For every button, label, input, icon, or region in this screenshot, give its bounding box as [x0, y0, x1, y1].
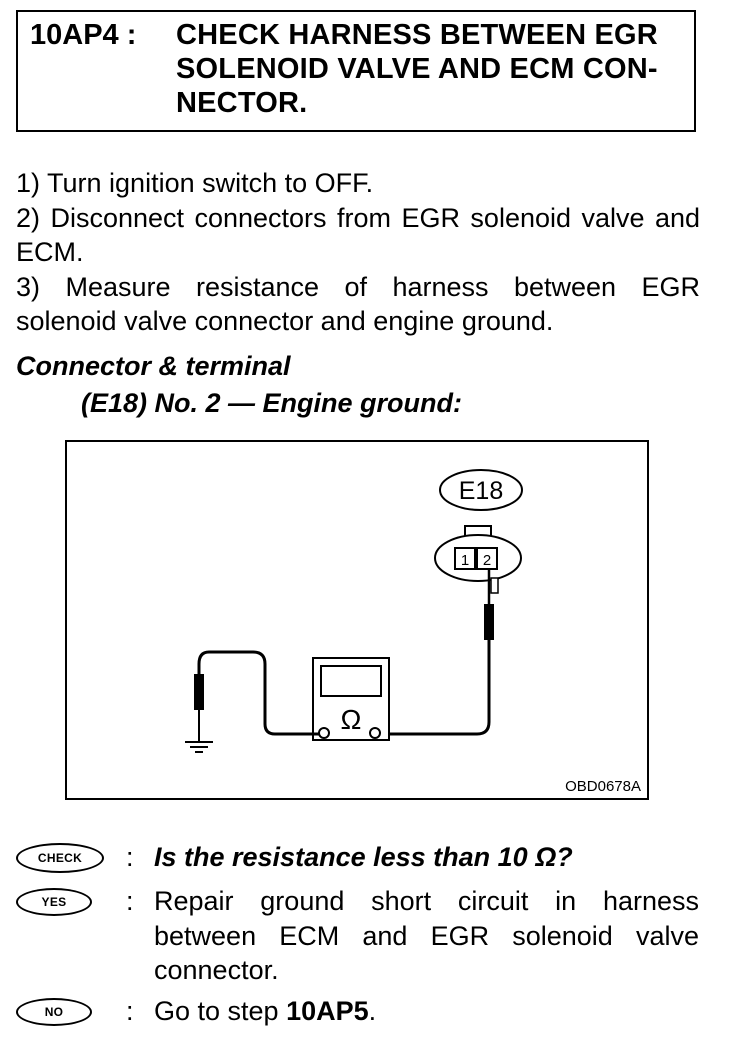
connector-label: E18: [459, 477, 503, 505]
figure-code: OBD0678A: [565, 778, 641, 795]
no-colon: :: [126, 996, 134, 1026]
no-action-prefix: Go to step: [154, 996, 287, 1026]
procedure-steps: 1) Turn ignition switch to OFF. 2) Disco…: [16, 166, 700, 339]
connector-pin-2-box: [476, 547, 498, 570]
next-step-reference: 10AP5: [286, 996, 369, 1026]
probe-handle-right: [484, 604, 494, 640]
measurement-spec: Connector & terminal (E18) No. 2 — Engin…: [16, 348, 462, 422]
connector-pin-1: 1: [461, 552, 469, 569]
lead-wire-left: [197, 650, 319, 736]
meter-terminal-left: [318, 727, 330, 739]
no-badge: NO: [16, 998, 92, 1026]
spec-terminal: (E18) No. 2 — Engine ground:: [81, 388, 463, 418]
yes-colon: :: [126, 886, 134, 916]
check-colon: :: [126, 842, 134, 872]
wiring-diagram: E18 1 2 Ω OBD0678A: [65, 440, 649, 800]
step-id: 10AP4 :: [30, 19, 137, 51]
procedure-step: 1) Turn ignition switch to OFF.: [16, 168, 374, 198]
connector-pin-1-box: [454, 547, 476, 570]
step-title: CHECK HARNESS BETWEEN EGR SOLENOID VALVE…: [176, 19, 658, 119]
lead-wire-right: [372, 640, 491, 736]
no-action-suffix: .: [368, 996, 377, 1026]
connector-pin-2: 2: [483, 552, 491, 569]
ohm-symbol: Ω: [341, 704, 362, 735]
check-question: Is the resistance less than 10 Ω?: [154, 842, 573, 872]
connector-label-oval: [439, 469, 523, 511]
step-header-box: 10AP4 : CHECK HARNESS BETWEEN EGR SOLENO…: [16, 10, 696, 132]
check-badge: CHECK: [16, 843, 104, 873]
procedure-step: 2) Disconnect connectors from EGR soleno…: [16, 202, 700, 268]
meter-terminal-right: [369, 727, 381, 739]
yes-action: Repair ground short circuit in harness b…: [154, 886, 699, 985]
spec-heading: Connector & terminal: [16, 351, 291, 381]
procedure-step: 3) Measure resistance of harness between…: [16, 271, 700, 337]
yes-badge: YES: [16, 888, 92, 916]
probe-handle-left: [194, 674, 204, 710]
wiring-diagram-svg: E18 1 2 Ω: [185, 469, 523, 753]
no-action: Go to step 10AP5.: [154, 994, 699, 1029]
probe-tip: [490, 577, 499, 594]
ohmmeter-display: [320, 665, 382, 697]
